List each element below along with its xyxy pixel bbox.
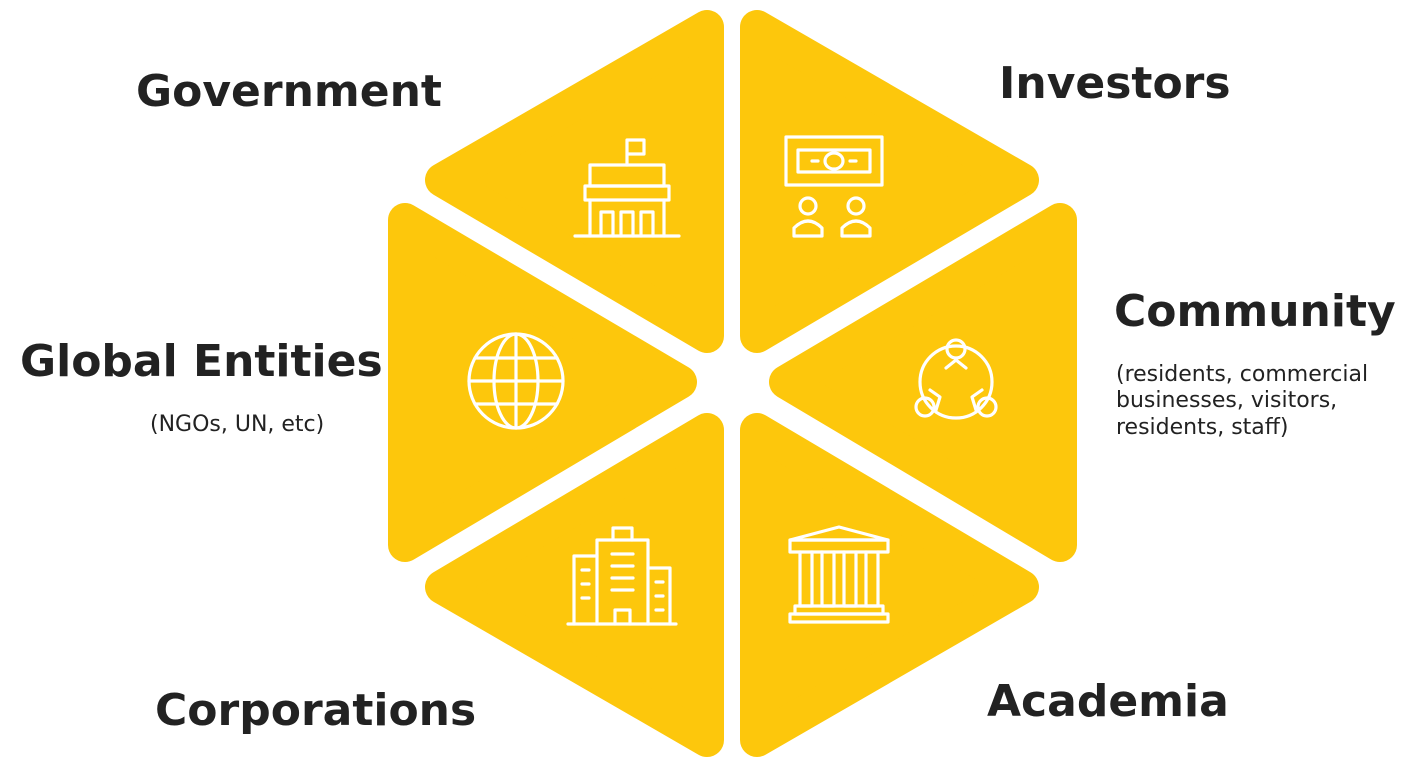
segment-investors — [740, 10, 1039, 353]
columns-institution-icon — [788, 525, 890, 624]
money-people-icon — [784, 135, 884, 238]
government-building-icon — [573, 138, 681, 238]
globe-icon — [467, 332, 565, 430]
label-academia: Academia — [987, 676, 1229, 727]
note-community: (residents, commercial businesses, visit… — [1116, 362, 1369, 440]
label-government: Government — [136, 66, 442, 117]
label-corporations: Corporations — [155, 685, 477, 736]
segment-academia — [740, 413, 1039, 757]
label-investors: Investors — [999, 58, 1231, 109]
segment-government — [425, 10, 724, 353]
office-building-icon — [566, 526, 678, 626]
label-community: Community — [1114, 286, 1396, 337]
note-global-entities: (NGOs, UN, etc) — [150, 412, 325, 437]
segment-community — [769, 203, 1077, 562]
community-circle-icon — [914, 338, 998, 420]
label-global-entities: Global Entities — [20, 336, 383, 387]
